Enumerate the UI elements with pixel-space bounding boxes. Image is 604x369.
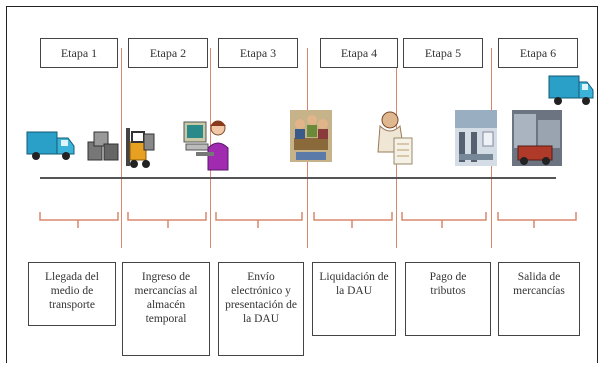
warehouse-forklift-icon — [87, 128, 155, 168]
stage-5-header: Etapa 5 — [403, 38, 483, 68]
brace-stage-3 — [215, 212, 303, 228]
stage-4-description: Liquidación de la DAU — [312, 262, 396, 336]
stage-2-header: Etapa 2 — [128, 38, 208, 68]
truck-icon — [548, 75, 594, 105]
brace-stage-2 — [127, 212, 207, 228]
brace-stage-6 — [497, 212, 577, 228]
brace-stage-1 — [39, 212, 119, 228]
timeline-axis — [40, 177, 556, 179]
stage-3-header: Etapa 3 — [218, 38, 298, 68]
payment-icon — [377, 111, 413, 165]
brace-stage-4 — [313, 212, 393, 228]
stage-3-description: Envío electrónico y presentación de la D… — [218, 262, 304, 356]
stage-4-header: Etapa 4 — [320, 38, 398, 68]
brace-stage-5 — [401, 212, 487, 228]
meeting-icon — [290, 110, 332, 162]
stage-5-description: Pago de tributos — [405, 262, 491, 336]
cargo-exit-icon — [512, 110, 562, 166]
diagram-frame — [6, 6, 598, 363]
stage-6-header: Etapa 6 — [498, 38, 578, 68]
truck-icon — [26, 131, 75, 160]
stage-2-description: Ingreso de mercancías al almacén tempora… — [122, 262, 210, 356]
stage-1-header: Etapa 1 — [40, 38, 118, 68]
stage-1-description: Llegada del medio de transporte — [28, 262, 116, 326]
customs-office-icon — [455, 110, 497, 166]
computer-operator-icon — [183, 120, 229, 171]
divider-line — [121, 48, 122, 248]
stage-6-description: Salida de mercancías — [498, 262, 580, 336]
